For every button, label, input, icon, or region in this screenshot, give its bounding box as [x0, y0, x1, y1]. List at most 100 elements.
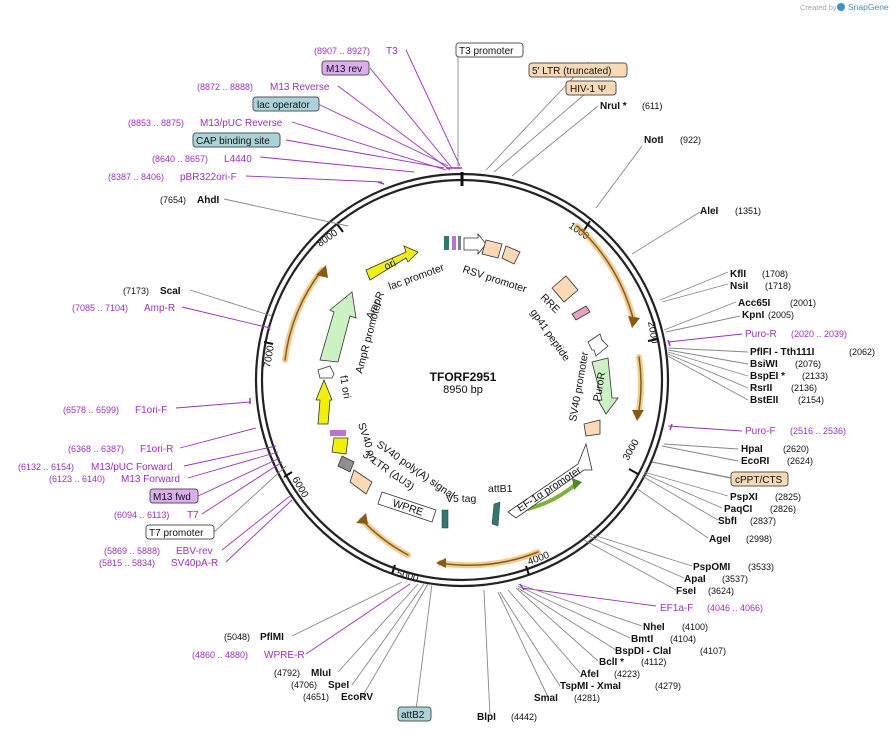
attb1-feature — [491, 501, 501, 527]
left-label-pos: (6123 .. 6140) — [49, 474, 105, 484]
sv40-ori-feature — [331, 437, 349, 455]
hiv-psi-feature — [501, 245, 521, 265]
tick-mark — [647, 338, 659, 342]
leader-line — [587, 535, 685, 579]
leader-line — [663, 443, 739, 450]
right-label-name: Acc65I — [738, 298, 770, 309]
right-label-name: TspMI - XmaI — [560, 681, 621, 692]
right-label-pos: (4046 .. 4066) — [707, 603, 763, 613]
leader-line — [667, 349, 749, 365]
left-label-pos: (4651) — [303, 692, 329, 702]
right-label-pos: (2005) — [768, 310, 794, 320]
right-label-pos: (4281) — [574, 693, 600, 703]
puror-label: PuroR — [591, 371, 608, 403]
cppt-box — [730, 471, 789, 487]
leader-line — [659, 271, 729, 301]
leader-line — [197, 457, 281, 497]
right-label-pos: (2136) — [791, 383, 817, 393]
right-label-name: BmtI — [631, 634, 653, 645]
orange-arc-halo — [359, 517, 411, 558]
right-label-pos: (2998) — [746, 534, 772, 544]
right-label-pos: (2076) — [795, 359, 821, 369]
t7-promoter-box — [145, 524, 215, 540]
arrowhead — [316, 265, 328, 278]
ampr-promoter-feature — [317, 365, 335, 379]
left-labels: (8907 .. 8927) T3 (8872 .. 8888) M13 Rev… — [18, 46, 398, 703]
leader-line — [589, 533, 693, 567]
left-label-pos: (5869 .. 5888) — [104, 546, 160, 556]
leader-line — [291, 581, 403, 637]
right-label-pos: (2062) — [849, 347, 875, 357]
ampr-label: AmpR — [364, 289, 387, 321]
left-label-name: MluI — [311, 668, 331, 679]
primer-tick — [669, 423, 673, 431]
leader-line — [663, 301, 737, 331]
left-label-name: L4440 — [224, 154, 252, 165]
ori-label: ori — [382, 257, 398, 273]
leader-line — [631, 211, 701, 255]
attb1-label: attB1 — [488, 483, 513, 495]
left-label-pos: (6368 .. 6387) — [68, 444, 124, 454]
leader-line — [661, 283, 729, 303]
sv40-promoter-label: SV40 promoter — [567, 350, 591, 422]
right-label-name: KflI — [730, 269, 746, 280]
sv40-promoter-feature — [587, 333, 609, 357]
credit-logo: Created by SnapGene — [800, 2, 889, 12]
m13-rev-box — [321, 60, 370, 76]
leader-line — [641, 475, 719, 521]
right-label-name: EcoRI — [741, 456, 770, 467]
right-label-pos: (4112) — [641, 657, 666, 667]
leader-line — [305, 583, 411, 655]
lac-operator-marker — [444, 236, 449, 250]
primer-tick — [377, 181, 385, 185]
right-label-pos: (3533) — [748, 562, 774, 572]
right-label-name: BsiWI — [750, 359, 778, 370]
leader-line — [183, 445, 277, 467]
right-label-name: PflFI - Tth111I — [750, 347, 815, 358]
left-label-pos: (4792) — [274, 668, 300, 678]
left-label-name: F1ori-F — [135, 405, 167, 416]
leader-line — [415, 583, 433, 711]
right-label-pos: (2620) — [783, 444, 809, 454]
right-label-name: BspEI * — [750, 371, 785, 382]
tick-mark — [263, 341, 274, 345]
arrowhead — [628, 316, 640, 328]
leader-line — [361, 583, 429, 698]
left-label-name: M13/pUC Forward — [91, 462, 173, 473]
leader-line — [665, 315, 741, 333]
leader-line — [661, 445, 739, 462]
credit-prefix: Created by — [800, 3, 837, 12]
leader-line — [259, 156, 415, 173]
right-label-name: PspXI — [730, 492, 758, 503]
leader-line — [667, 333, 743, 343]
ef1a-label: EF-1α promoter — [515, 464, 584, 515]
plasmid-name: TFORF2951 — [430, 370, 497, 384]
left-label-pos: (8907 .. 8927) — [314, 46, 370, 56]
right-label-pos: (4279) — [655, 681, 681, 691]
leader-line — [651, 461, 731, 479]
right-label-pos: (2020 .. 2039) — [791, 329, 847, 339]
leader-line — [667, 355, 749, 401]
right-label-pos: (2133) — [802, 371, 828, 381]
right-label-pos: (922) — [680, 135, 701, 145]
right-label-pos: (2624) — [787, 456, 813, 466]
leader-line — [517, 585, 631, 639]
arrowhead — [356, 513, 368, 524]
leader-line — [369, 67, 453, 169]
primer-ticks — [249, 167, 673, 591]
rsv-promoter-feature — [463, 232, 487, 256]
f1-ori-feature — [315, 378, 333, 425]
right-label-pos: (2154) — [798, 395, 824, 405]
leader-line — [337, 85, 451, 171]
v5tag-label: V5 tag — [446, 493, 477, 505]
leader-line — [337, 583, 419, 673]
left-label-name: M13/pUC Reverse — [200, 118, 283, 129]
leader-line — [515, 587, 599, 662]
v5tag-feature — [441, 509, 449, 529]
right-label-name: NsiI — [730, 281, 749, 292]
right-label-name: Puro-R — [745, 329, 777, 340]
left-label-name: EcoRV — [341, 692, 373, 703]
orange-arc — [284, 269, 323, 361]
arrowhead — [436, 558, 446, 568]
tick-label: 7000 — [262, 344, 277, 368]
